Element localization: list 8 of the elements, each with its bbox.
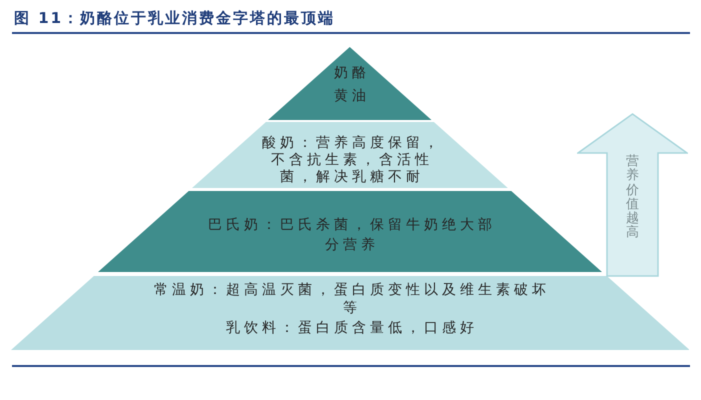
tier-text: 常温奶：超高温灭菌，蛋白质变性以及维生素破坏等: [152, 281, 551, 317]
arrow-label: 营养价值越高: [626, 155, 639, 241]
tier-text: 乳饮料：蛋白质含量低，口感好: [224, 319, 479, 337]
tier-text: 酸奶：营养高度保留，不含抗生素，含活性菌，解决乳糖不耐: [260, 135, 443, 186]
tier-text: 巴氏奶：巴氏杀菌，保留牛奶绝大部分营养: [207, 216, 497, 255]
tier-text: 奶酪: [332, 64, 370, 82]
figure-title: 图 11：奶酪位于乳业消费金字塔的最顶端: [14, 8, 336, 29]
tier-text: 黄油: [332, 87, 370, 105]
